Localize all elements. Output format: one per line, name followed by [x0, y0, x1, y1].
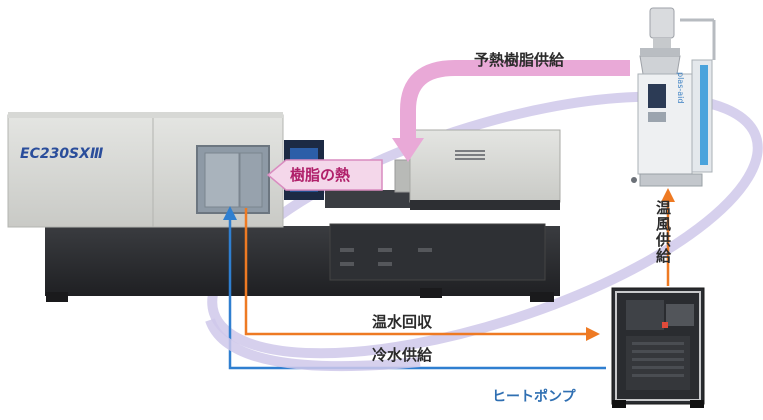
- resin-heat-arrow: [266, 159, 383, 191]
- machine-model-badge: EC230SXⅢ: [20, 146, 104, 162]
- cold-water-supply-line: [223, 206, 606, 370]
- circulation-loop-front: [205, 318, 421, 372]
- resin-heat-label: 樹脂の熱: [290, 166, 351, 184]
- hot-water-return-line: [244, 208, 600, 341]
- hot-water-return-label: 温水回収: [372, 313, 433, 331]
- heat-pump-unit: [611, 287, 705, 408]
- preheated-resin-supply-label: 予熱樹脂供給: [474, 51, 565, 69]
- warm-air-supply-line: [661, 188, 675, 286]
- preheated-resin-supply-arrow: [392, 60, 630, 162]
- cold-water-supply-label: 冷水供給: [372, 346, 433, 364]
- heat-pump-label: ヒートポンプ: [492, 389, 576, 405]
- injection-molding-machine: [7, 112, 561, 302]
- resin-dryer: [631, 7, 716, 187]
- dryer-brand-logo: plas-aid: [676, 72, 685, 104]
- warm-air-supply-label: 温風供給: [654, 200, 672, 264]
- injection-unit: [409, 129, 561, 203]
